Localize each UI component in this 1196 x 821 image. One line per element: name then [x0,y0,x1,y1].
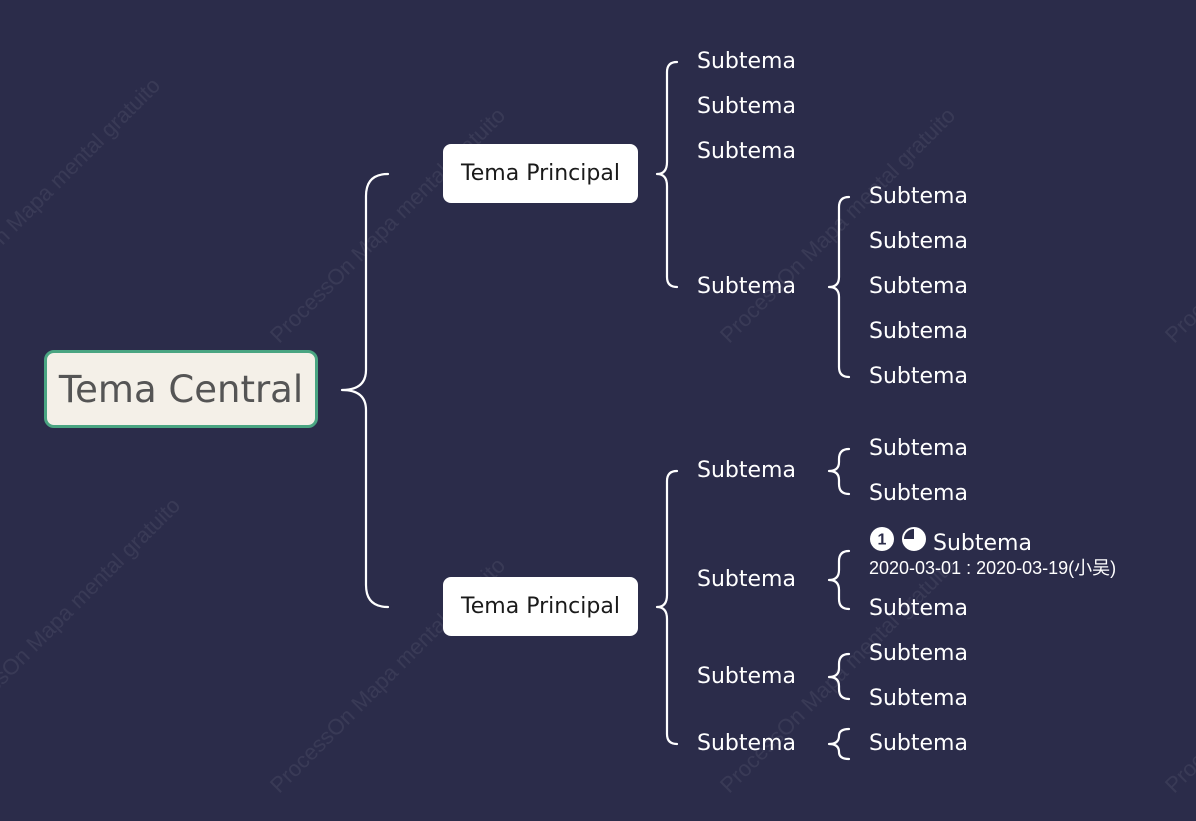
child-topic-label: Subtema [933,531,1032,556]
date-note: 2020-03-01 : 2020-03-19(小吴) [869,558,1117,578]
progress-75-icon [901,526,927,559]
child-topic[interactable]: Subtema [869,731,968,756]
subtopic[interactable]: Subtema [697,139,796,164]
child-topic[interactable]: Subtema [869,274,968,299]
subtopic[interactable]: Subtema [697,458,796,483]
subtopic[interactable]: Subtema [697,664,796,689]
child-topic[interactable]: Subtema [869,364,968,389]
child-topic[interactable]: Subtema [869,229,968,254]
child-topic[interactable]: Subtema [869,641,968,666]
central-bracket [340,172,390,609]
branch2-bracket [655,469,679,746]
central-topic[interactable]: Tema Central [44,350,318,428]
child-topic[interactable]: Subtema [869,184,968,209]
brace-icon [827,727,851,761]
subtopic[interactable]: Subtema [697,274,796,299]
branch1-sub4-bracket [827,195,851,379]
brace-icon [827,549,851,611]
main-topic-2[interactable]: Tema Principal [443,577,638,636]
subtopic[interactable]: Subtema [697,49,796,74]
main-topic-1[interactable]: Tema Principal [443,144,638,203]
child-topic[interactable]: Subtema [869,481,968,506]
priority-1-icon: 1 [869,526,895,559]
priority-number: 1 [878,532,887,549]
child-topic[interactable]: Subtema [869,319,968,344]
child-topic[interactable]: Subtema [869,596,968,621]
brace-icon [827,447,851,496]
subtopic[interactable]: Subtema [697,731,796,756]
brace-icon [827,652,851,701]
child-topic[interactable]: Subtema [869,436,968,461]
child-topic[interactable]: Subtema [869,686,968,711]
subtopic[interactable]: Subtema [697,94,796,119]
branch1-bracket [655,60,679,289]
subtopic[interactable]: Subtema [697,567,796,592]
child-topic-with-markers[interactable]: 1 Subtema [869,526,1032,559]
